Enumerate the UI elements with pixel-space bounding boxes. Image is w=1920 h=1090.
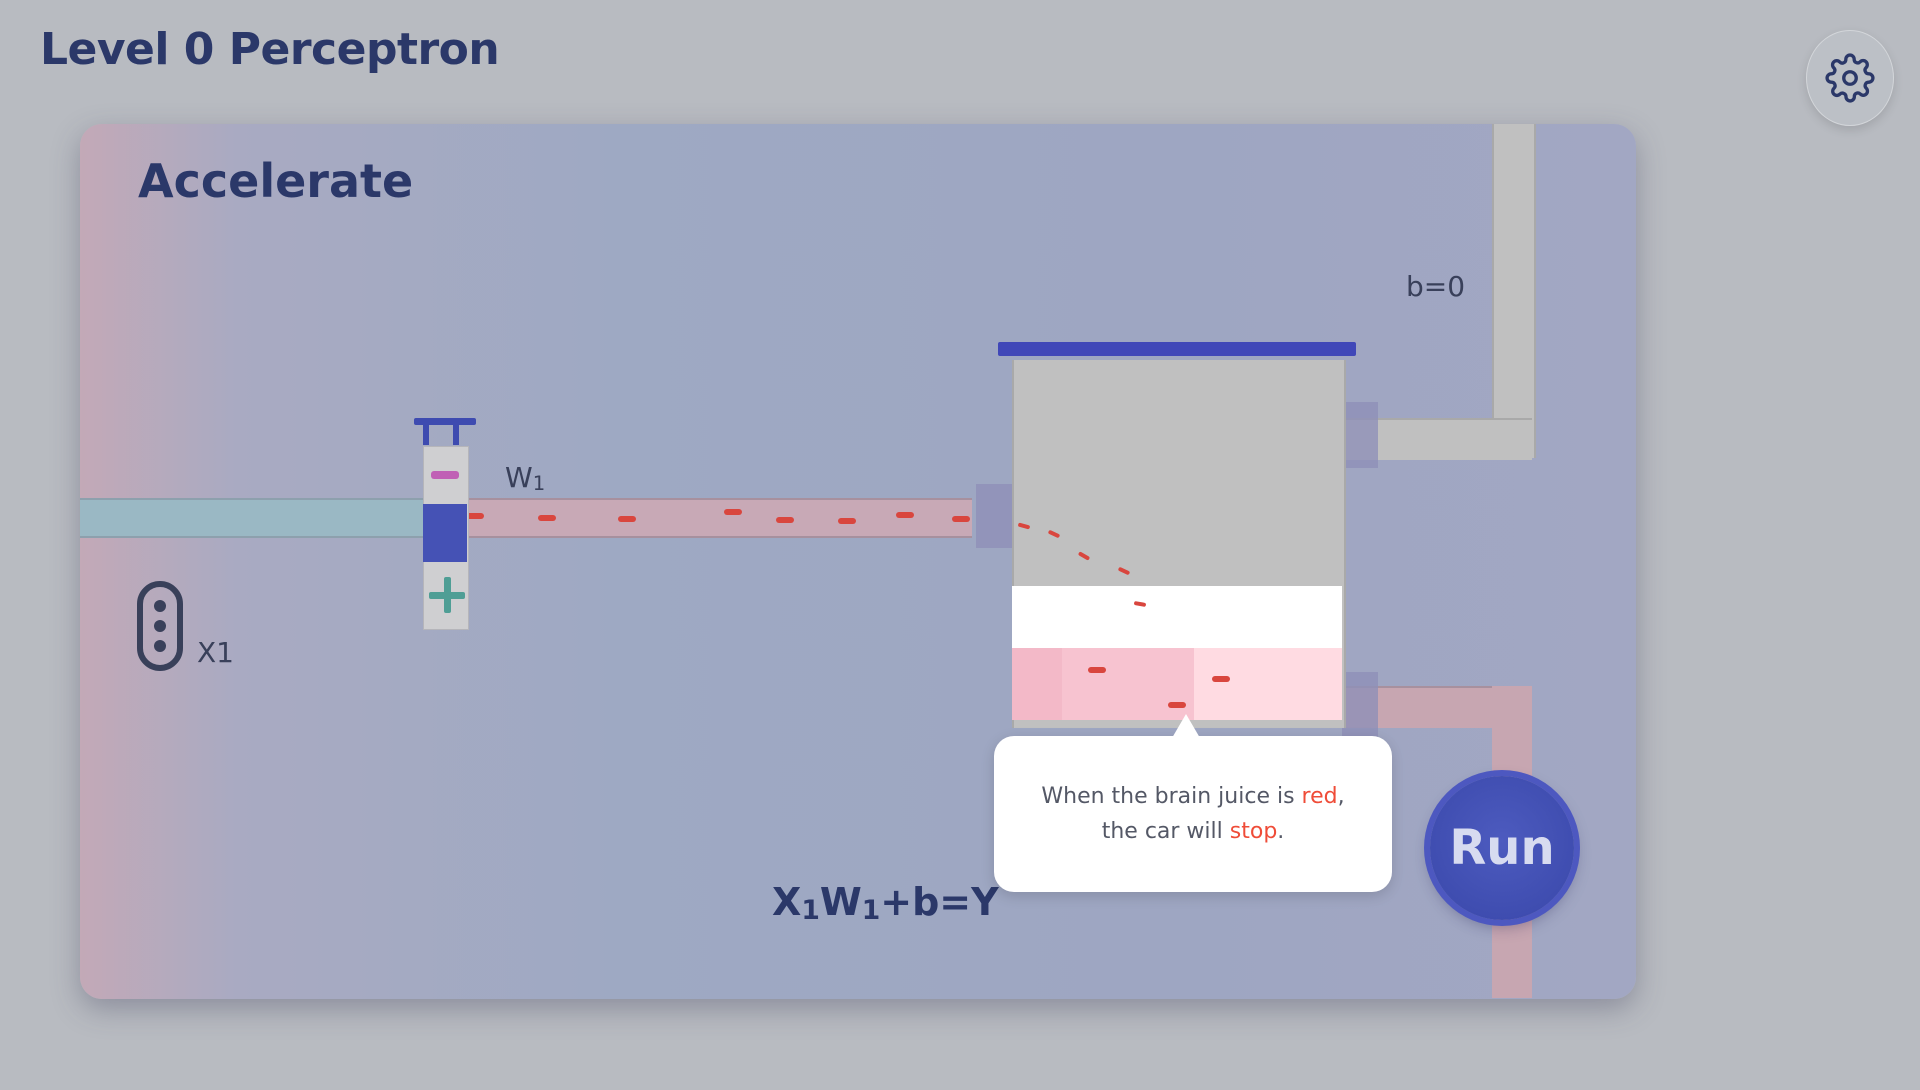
hint-tooltip: When the brain juice is red, the car wil… [994,714,1392,892]
tooltip-highlight-red: red [1301,784,1338,809]
tooltip-highlight-stop: stop [1229,819,1278,844]
bias-pipe-vertical [1492,124,1536,458]
page-title: Level 0 Perceptron [40,24,500,75]
bias-label: b=0 [1406,270,1466,303]
weight-label: W1 [505,461,546,495]
weight-handle[interactable] [414,418,476,425]
run-button[interactable]: Run [1430,776,1574,920]
level-title: Accelerate [138,154,414,208]
weight-slider-knob[interactable] [423,504,467,562]
weight-handle-leg [453,423,459,445]
tooltip-line-1: When the brain juice is red, [1041,784,1345,809]
brain-juice [1012,648,1342,720]
juice-drop [1168,702,1186,708]
tank-liquid-top [1012,586,1342,648]
tooltip-line-2: the car will stop. [1101,819,1285,844]
bias-connector [1342,402,1378,468]
level-card: Accelerate b=0 W1 X1 [80,124,1636,999]
juice-drop [838,518,856,524]
input-pipe [80,498,424,538]
juice-drop [618,516,636,522]
juice-drop [952,516,970,522]
output-connector [1342,672,1378,738]
settings-button[interactable] [1806,30,1894,126]
weight-handle-leg [423,423,429,445]
input-label: X1 [197,636,234,669]
juice-drop [1212,676,1230,682]
juice-drop [896,512,914,518]
tank-lid [998,342,1356,356]
weight-decrease-button[interactable] [431,471,459,479]
juice-drop [1088,667,1106,673]
weighted-pipe [466,498,972,538]
gear-icon [1825,53,1875,103]
weight-increase-button[interactable] [429,577,465,613]
sensor-icon [136,580,184,676]
equation: X1W1+b=Y [772,880,999,926]
juice-drop [724,509,742,515]
juice-drop [776,517,794,523]
juice-drop [466,513,484,519]
tank-inlet-connector [976,484,1012,548]
juice-drop [538,515,556,521]
